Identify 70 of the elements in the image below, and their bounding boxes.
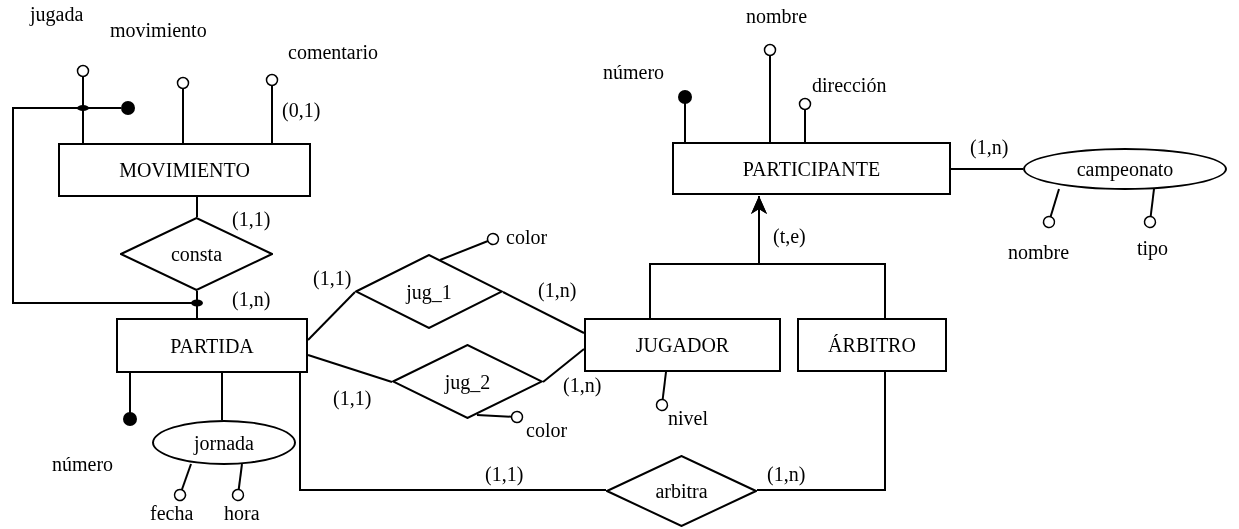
attribute-line [763, 43, 777, 143]
attribute-label: comentario [288, 40, 378, 64]
entity-box [58, 143, 311, 197]
attribute-label: hora [224, 501, 260, 525]
entity-name: PARTIDA [170, 333, 254, 359]
attribute-ellipse [152, 420, 296, 465]
connector-line [196, 196, 198, 218]
connector-line [502, 291, 585, 334]
attribute-line [439, 232, 500, 261]
connector-line [307, 291, 356, 341]
attribute-label: nombre [1008, 240, 1070, 264]
connector-line [756, 371, 886, 491]
attribute-label: fecha [150, 501, 194, 525]
attribute-label: número [52, 452, 114, 476]
attribute-line [1143, 188, 1157, 229]
attribute-label: nombre [746, 4, 808, 28]
relationship-diamond [392, 344, 543, 419]
entity-box [584, 318, 781, 372]
attribute-label: tipo [1137, 236, 1169, 260]
attribute-label: dirección [812, 73, 887, 97]
entity-name: PARTICIPANTE [742, 156, 881, 182]
cardinality-label: (1,n) [767, 462, 806, 486]
generalization-arrow [751, 195, 886, 319]
relationship-name: arbitra [655, 479, 708, 504]
attribute-line [176, 76, 190, 144]
cardinality-label: (1,1) [313, 266, 352, 290]
cardinality-label: (1,n) [970, 135, 1009, 159]
attribute-name: campeonato [1076, 157, 1174, 183]
attribute-line [76, 64, 90, 144]
relationship-name: jug_2 [444, 369, 491, 396]
attribute-line [1042, 188, 1060, 229]
attribute-label: color [526, 418, 568, 442]
attribute-line [476, 410, 524, 424]
entity-name: ÁRBITRO [828, 333, 916, 358]
connector-line [221, 372, 223, 421]
cardinality-label: (1,1) [232, 207, 271, 231]
relationship-name: jug_1 [406, 279, 452, 306]
attribute-line [678, 90, 692, 143]
entity-box [672, 142, 951, 195]
attribute-line [798, 97, 812, 143]
relationship-diamond [606, 455, 757, 527]
attribute-label: jugada [30, 2, 84, 26]
attribute-line [655, 371, 669, 412]
cardinality-label: (t,e) [773, 224, 806, 248]
connector-line [950, 168, 1024, 170]
attribute-label: color [506, 225, 548, 249]
attribute-label: número [603, 60, 665, 84]
entity-box [797, 318, 947, 372]
attribute-label: movimiento [110, 18, 207, 42]
connector-line [196, 290, 198, 319]
relationship-name: consta [170, 242, 223, 267]
relationship-diamond [355, 254, 503, 329]
attribute-name: jornada [194, 430, 254, 457]
entity-box [116, 318, 308, 373]
entity-name: JUGADOR [635, 333, 730, 358]
attribute-line [231, 463, 245, 502]
connector-line [542, 348, 585, 383]
attribute-line [265, 73, 279, 144]
entity-name: MOVIMIENTO [119, 158, 250, 183]
connector-line [299, 372, 607, 491]
cardinality-label: (1,n) [538, 278, 577, 302]
cardinality-label: (1,n) [563, 373, 602, 397]
cardinality-label: (1,1) [333, 386, 372, 410]
connector-line [307, 354, 393, 383]
cardinality-label: (1,n) [232, 287, 271, 311]
cardinality-label: (1,1) [485, 462, 524, 486]
cardinality-label: (0,1) [282, 98, 321, 122]
attribute-label: nivel [668, 406, 708, 430]
attribute-line [123, 372, 137, 426]
attribute-line [173, 463, 192, 502]
